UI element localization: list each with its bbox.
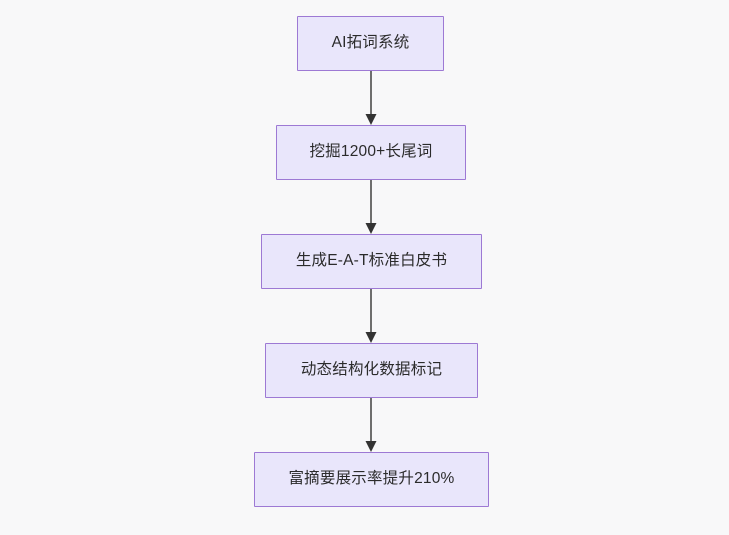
flow-node-label: 挖掘1200+长尾词 bbox=[309, 143, 433, 161]
flow-node-longtail-mining[interactable]: 挖掘1200+长尾词 bbox=[276, 125, 466, 180]
flow-node-ai-keyword-system[interactable]: AI拓词系统 bbox=[297, 16, 444, 71]
flow-node-label: AI拓词系统 bbox=[331, 34, 410, 52]
flow-node-eat-whitepaper[interactable]: 生成E-A-T标准白皮书 bbox=[261, 234, 482, 289]
edge-connector-3 bbox=[358, 289, 384, 343]
edge-connector-1 bbox=[358, 71, 384, 125]
flow-node-rich-snippet-result[interactable]: 富摘要展示率提升210% bbox=[254, 452, 489, 507]
flow-node-structured-data-markup[interactable]: 动态结构化数据标记 bbox=[265, 343, 478, 398]
edge-connector-4 bbox=[358, 398, 384, 452]
flow-node-label: 动态结构化数据标记 bbox=[300, 361, 443, 379]
edge-connector-2 bbox=[358, 180, 384, 234]
flow-node-label: 生成E-A-T标准白皮书 bbox=[295, 252, 448, 270]
flow-node-label: 富摘要展示率提升210% bbox=[288, 470, 455, 488]
